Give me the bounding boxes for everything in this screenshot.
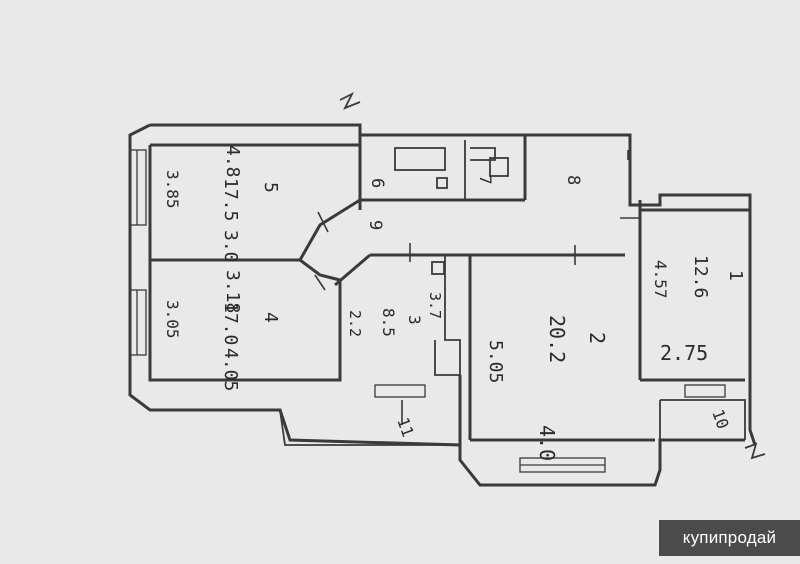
room-5-number: 5 [260,182,281,193]
room-2-number: 2 [585,332,609,344]
room-3-number: 3 [405,315,424,325]
room-1-dim-bottom: 2.75 [660,341,708,365]
room-1-area: 12.6 [690,255,711,298]
room-4-number: 4 [260,312,281,323]
room-1: 12.6 1 4.57 [651,255,746,299]
break-mark-top [339,91,361,110]
room-1-number: 1 [725,270,746,281]
svg-text:9: 9 [365,220,385,230]
svg-text:8: 8 [563,175,583,185]
hall-label: 8 [563,175,583,185]
room-5: 4.8 17.5 5 3.0 3.85 [163,145,281,263]
wc-label: 7 [476,175,495,185]
corridor-label: 9 [365,220,385,230]
svg-text:7: 7 [476,175,495,185]
room-2-dim-left: 5.05 [485,340,506,383]
room-5-dim-left: 3.85 [163,170,182,209]
door-marks [314,150,640,425]
svg-text:10: 10 [708,407,732,432]
room-4-dim-bottom: 4.05 [220,348,241,391]
room-5-area: 17.5 [220,178,241,221]
walls [128,123,757,487]
room-5-dim-top: 4.8 [222,145,243,178]
room-3-area: 8.5 [379,308,398,337]
room-4-area: 17.0 [220,302,241,345]
room-2-area: 20.2 [545,315,569,363]
balcony-right-label: 10 [708,407,732,432]
room-1-dim-left: 4.57 [651,260,670,299]
bath-label: 6 [367,178,387,188]
windows [129,149,726,473]
room-2-dim-bottom: 4.0 [535,425,559,461]
break-mark-right [744,442,766,460]
room-3-dim-left: 2.2 [346,310,364,337]
svg-text:11: 11 [393,415,417,440]
room-3: 8.5 3 2.2 3.7 [346,292,444,337]
room-4-dim-top: 3.18 [222,270,243,313]
room-4: 3.18 17.0 4 4.05 3.05 [163,270,281,391]
room-2: 20.2 2 4.0 5.05 [485,315,609,461]
room-3-dim-right: 3.7 [426,292,444,319]
svg-text:6: 6 [367,178,387,188]
watermark-logo: купипродай [659,520,800,556]
room-5-dim-bottom: 3.0 [220,230,241,263]
room-4-dim-left: 3.05 [163,300,182,339]
balcony-left-label: 11 [393,415,417,440]
